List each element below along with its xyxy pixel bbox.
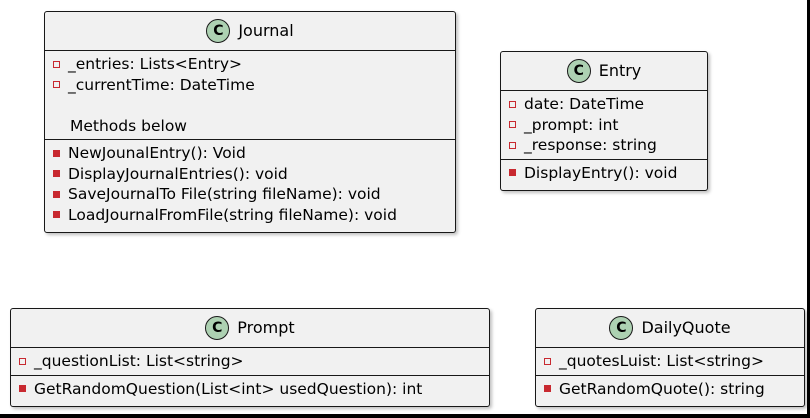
private-field-icon — [509, 121, 516, 129]
note-text: Methods below — [70, 116, 187, 135]
class-header: C DailyQuote — [536, 309, 804, 348]
private-method-icon — [53, 149, 60, 157]
fields-section: _quotesLuist: List<string> — [536, 348, 804, 376]
blank-row — [53, 95, 455, 116]
methods-section: DisplayEntry(): void — [501, 160, 707, 187]
class-stereotype: C — [213, 23, 224, 39]
private-field-icon — [53, 60, 60, 68]
private-method-icon — [53, 190, 60, 198]
field-text: _entries: Lists<Entry> — [68, 55, 243, 74]
field-row: _response: string — [509, 135, 707, 156]
method-text: GetRandomQuote(): string — [559, 379, 765, 398]
field-text: date: DateTime — [524, 95, 645, 114]
method-text: DisplayEntry(): void — [524, 163, 678, 182]
class-stereotype: C — [212, 320, 223, 336]
class-title: Entry — [598, 61, 642, 80]
note-row: Methods below — [53, 116, 455, 137]
methods-section: NewJounalEntry(): Void DisplayJournalEnt… — [45, 140, 455, 228]
method-row: NewJounalEntry(): Void — [53, 143, 455, 164]
method-row: SaveJournalTo File(string fileName): voi… — [53, 184, 455, 205]
field-text: _prompt: int — [524, 115, 619, 134]
private-field-icon — [544, 357, 551, 365]
private-field-icon — [19, 357, 26, 365]
frame-right-edge — [807, 0, 810, 418]
method-text: NewJounalEntry(): Void — [68, 144, 246, 163]
field-row: _questionList: List<string> — [19, 351, 489, 372]
method-text: LoadJournalFromFile(string fileName): vo… — [68, 205, 397, 224]
field-text: _response: string — [524, 136, 657, 155]
method-text: DisplayJournalEntries(): void — [68, 164, 288, 183]
fields-section: _questionList: List<string> — [11, 348, 489, 376]
method-row: GetRandomQuote(): string — [544, 379, 804, 400]
field-text: _questionList: List<string> — [34, 352, 244, 371]
fields-section: _entries: Lists<Entry> _currentTime: Dat… — [45, 51, 455, 140]
fields-section: date: DateTime _prompt: int _response: s… — [501, 91, 707, 160]
class-header: C Entry — [501, 52, 707, 91]
private-method-icon — [19, 385, 26, 393]
private-method-icon — [53, 170, 60, 178]
class-header: C Prompt — [11, 309, 489, 348]
class-prompt: C Prompt _questionList: List<string> Get… — [10, 308, 490, 407]
method-row: GetRandomQuestion(List<int> usedQuestion… — [19, 379, 489, 400]
class-title: Journal — [238, 21, 294, 40]
field-row: _prompt: int — [509, 115, 707, 136]
method-row: DisplayJournalEntries(): void — [53, 164, 455, 185]
method-row: LoadJournalFromFile(string fileName): vo… — [53, 205, 455, 226]
method-text: GetRandomQuestion(List<int> usedQuestion… — [34, 379, 423, 398]
field-row: _currentTime: DateTime — [53, 75, 455, 96]
class-entry: C Entry date: DateTime _prompt: int _res… — [500, 51, 708, 191]
method-text: SaveJournalTo File(string fileName): voi… — [68, 185, 381, 204]
class-title: Prompt — [237, 318, 295, 337]
class-c-icon: C — [609, 316, 634, 340]
private-method-icon — [509, 169, 516, 177]
class-journal: C Journal _entries: Lists<Entry> _curren… — [44, 11, 456, 233]
private-field-icon — [53, 81, 60, 89]
field-text: _quotesLuist: List<string> — [559, 352, 764, 371]
methods-section: GetRandomQuestion(List<int> usedQuestion… — [11, 376, 489, 403]
field-row: _quotesLuist: List<string> — [544, 351, 804, 372]
class-c-icon: C — [206, 19, 231, 43]
frame-bottom-edge — [0, 414, 810, 418]
private-method-icon — [544, 385, 551, 393]
field-row: _entries: Lists<Entry> — [53, 54, 455, 75]
class-stereotype: C — [573, 63, 584, 79]
class-c-icon: C — [566, 59, 591, 83]
field-text: _currentTime: DateTime — [68, 75, 255, 94]
class-stereotype: C — [616, 320, 627, 336]
private-field-icon — [509, 141, 516, 149]
class-title: DailyQuote — [641, 318, 731, 337]
method-row: DisplayEntry(): void — [509, 163, 707, 184]
field-row: date: DateTime — [509, 94, 707, 115]
private-method-icon — [53, 211, 60, 219]
class-header: C Journal — [45, 12, 455, 51]
methods-section: GetRandomQuote(): string — [536, 376, 804, 403]
class-c-icon: C — [205, 316, 230, 340]
private-field-icon — [509, 100, 516, 108]
class-daily-quote: C DailyQuote _quotesLuist: List<string> … — [535, 308, 805, 407]
